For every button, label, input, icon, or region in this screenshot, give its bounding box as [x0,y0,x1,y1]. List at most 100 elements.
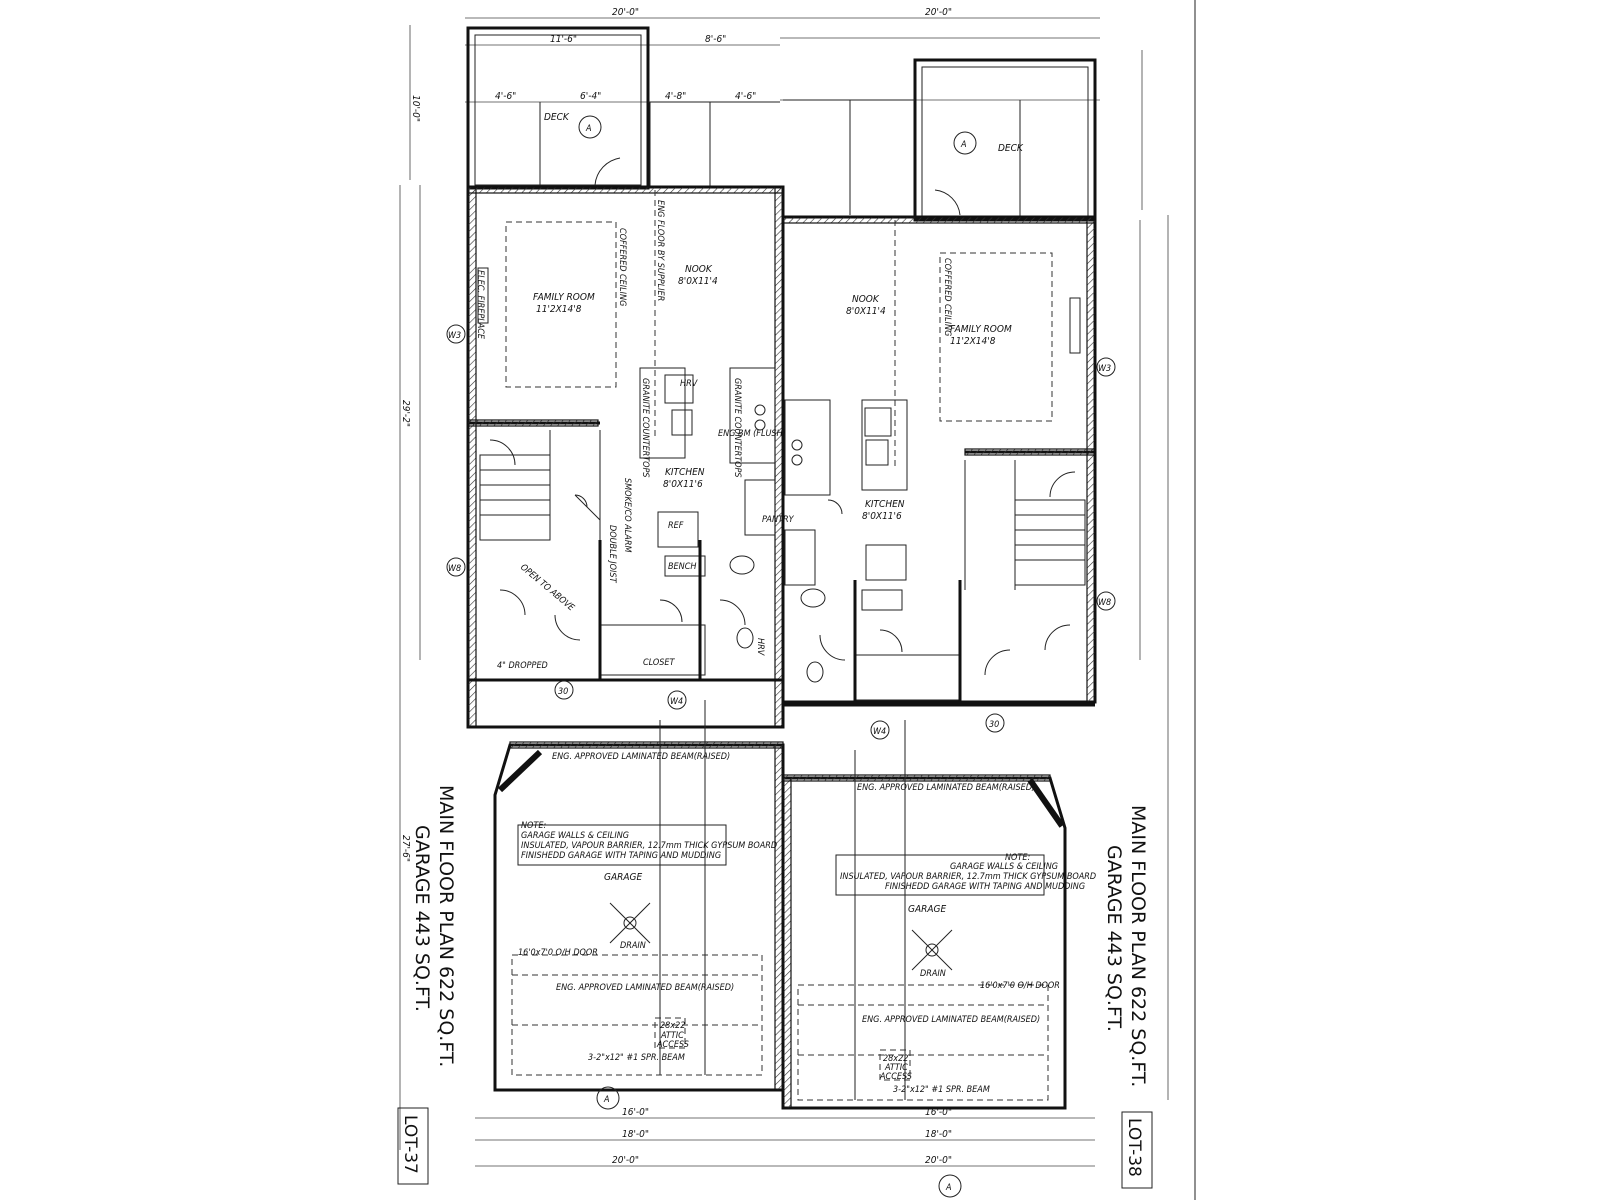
left-garage-drain-label: DRAIN [620,941,646,951]
right-kitchen-size: 8'0X11'6 [862,511,902,522]
left-marker-w3-label: W3 [448,331,461,341]
left-deck-dim: 8'-6" [705,34,726,45]
right-attic-2: ATTIC [884,1063,908,1073]
left-deck-dim: 4'-6" [495,91,516,102]
left-fireplace [477,267,489,324]
left-garage-note-3: FINISHEDD GARAGE WITH TAPING AND MUDDING [521,851,721,861]
right-bench [861,589,903,611]
right-garage-dim: 18'-0" [925,1129,952,1140]
right-garage-dim: 20'-0" [925,1155,952,1166]
left-kitchen-size: 8'0X11'6 [663,479,703,490]
right-garage-note-title: NOTE: [1005,853,1030,863]
left-marker-w4-label: W4 [670,697,683,707]
right-garage-drain [925,943,939,957]
left-deck-marker-label: A [585,124,592,134]
right-closet [854,654,961,701]
right-attic-access [879,1049,911,1081]
left-hrv-label: HRV [755,638,765,657]
left-garage-marker-label: A [603,1095,610,1105]
left-toilet [736,627,754,649]
right-fireplace [1069,297,1081,354]
left-deck-dim: 4'-6" [735,91,756,102]
right-section-marker-w4 [870,720,890,740]
left-section-marker-w3 [446,324,466,344]
left-pantry-label: PANTRY [762,515,795,525]
right-unit [780,17,1169,1198]
right-garage-beam-mid: ENG. APPROVED LAMINATED BEAM(RAISED) [862,1015,1040,1025]
left-garage-dim: 20'-0" [612,1155,639,1166]
left-bath-sink [729,555,755,575]
right-garage-section-marker [938,1174,962,1198]
right-garage-door-beam [797,984,1049,1101]
left-note-smoke: SMOKE/CO ALARM [622,478,632,552]
left-attic-2: ATTIC [660,1031,684,1041]
left-garage-outline [493,743,785,1092]
left-garage-title: GARAGE 443 SQ.FT. [411,825,433,1012]
left-counter [729,367,776,464]
right-deck-outline [913,58,1097,222]
right-garage-label: GARAGE [908,904,947,915]
left-dim-top-width: 20'-0" [612,7,639,18]
left-nook-label: NOOK [685,264,713,275]
left-attic-1: 28x22 [660,1021,685,1031]
left-deck-dim: 11'-6" [550,34,577,45]
left-attic-access [654,1017,686,1049]
right-garage-note-3: FINISHEDD GARAGE WITH TAPING AND MUDDING [885,882,1085,892]
left-plan-title: MAIN FLOOR PLAN 622 SQ.FT. [435,785,457,1067]
right-section-marker-w3 [1096,357,1116,377]
right-garage-door-label: 16'0x7'0 O/H DOOR [980,981,1060,991]
left-garage-note-2: INSULATED, VAPOUR BARRIER, 12.7mm THICK … [521,841,777,851]
right-marker-w8-label: W8 [1098,598,1111,608]
left-closet-label: CLOSET [643,658,676,668]
left-note-granite: GRANITE COUNTERTOPS [640,378,650,478]
left-section-marker-w8 [446,557,466,577]
left-nook-size: 8'0X11'4 [678,276,718,287]
left-garage-note-1: GARAGE WALLS & CEILING [521,831,629,841]
left-deck-label: DECK [544,112,570,123]
left-garage-label: GARAGE [604,872,643,883]
left-dw: HRV [680,379,699,389]
left-coffered-label: COFFERED CEILING [617,228,627,306]
right-garage-dim: 16'-0" [925,1107,952,1118]
right-garage-note-box [835,854,1045,896]
left-section-marker-w4 [667,690,687,710]
left-garage-note-title: NOTE: [521,821,546,831]
right-lot-box [1121,1111,1153,1189]
left-garage-note-box [517,824,727,866]
right-garage-drain-label: DRAIN [920,969,946,979]
left-attic-3: ACCESS [656,1040,689,1050]
right-attic-3: ACCESS [879,1072,912,1082]
left-kitchen-island [639,367,686,459]
left-bench-label: BENCH [668,562,696,572]
left-note-open-above: OPEN TO ABOVE [518,563,576,614]
right-coffered-label: COFFERED CEILING [942,258,952,336]
right-marker-30-label: 30 [989,720,999,730]
right-labels: 20'-0" DECK FAMILY ROOM 11'2X14'8 COFFER… [840,7,1153,1193]
left-dropped-label: 4" DROPPED [497,661,548,671]
left-ref [657,511,699,548]
right-garage-outline [781,776,1067,1110]
right-garage-marker-label: A [945,1183,952,1193]
left-garage-dim: 18'-0" [622,1129,649,1140]
left-deck-dim: 6'-4" [580,91,601,102]
right-deck-marker-label: A [960,140,967,150]
left-pantry [744,479,776,536]
left-deck-outline [466,26,650,190]
left-kitchen-label: KITCHEN [665,467,705,478]
left-garage-section-marker [596,1086,620,1110]
left-marker-w8-label: W8 [448,564,461,574]
left-unit [399,17,785,1167]
right-bath-sink [800,588,826,608]
left-spr-beam: 3-2"x12" #1 SPR. BEAM [588,1053,685,1063]
left-garage-door-label: 16'0x7'0 O/H DOOR [518,948,598,958]
left-stair [479,454,551,541]
right-ref [865,544,907,581]
right-marker-w3-label: W3 [1098,364,1111,374]
right-lot-label: LOT-38 [1124,1118,1144,1177]
left-note-eng-bm: ENG BM (FLUSH) [718,429,786,439]
left-deck-section-marker [578,115,602,139]
right-family-room-size: 11'2X14'8 [950,336,996,347]
left-note-double-joist: DOUBLE JOIST [607,525,617,584]
right-pantry [784,529,816,586]
